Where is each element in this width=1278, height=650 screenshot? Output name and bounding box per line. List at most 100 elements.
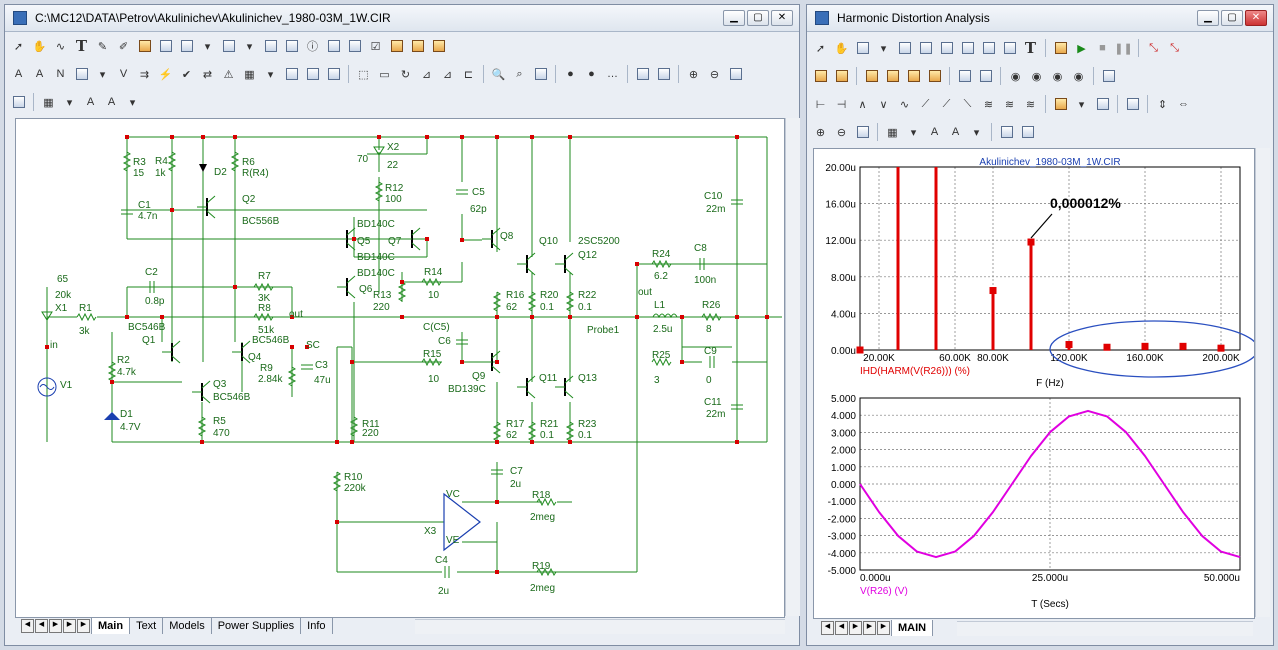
stop-icon[interactable]: ● [567, 68, 574, 80]
select-arrow-icon[interactable]: ➚ [815, 42, 826, 55]
probe-4-icon[interactable]: ◉ [1073, 70, 1084, 83]
node-icon[interactable] [219, 37, 238, 56]
warning-icon[interactable]: ⚠ [223, 68, 234, 81]
tab-main[interactable]: Main [91, 618, 131, 634]
find-next-icon[interactable]: ⌕ [516, 67, 523, 80]
copy-icon[interactable] [633, 65, 652, 84]
low-icon[interactable]: ∨ [879, 98, 888, 111]
tab-info[interactable]: Info [301, 618, 333, 634]
info-icon[interactable]: ⓘ [307, 41, 318, 53]
plot-2-icon[interactable] [883, 67, 902, 86]
slope-icon[interactable]: ⟋ [921, 97, 930, 110]
condition-icon[interactable]: ⇄ [202, 68, 213, 81]
pin-icon[interactable] [282, 37, 301, 56]
stop-icon[interactable]: ■ [1099, 42, 1106, 54]
tab-models[interactable]: Models [163, 618, 212, 634]
text-color-icon[interactable]: A [951, 126, 960, 138]
copy-icon[interactable] [997, 123, 1016, 142]
dropdown-arrow-icon[interactable]: ▾ [910, 126, 917, 139]
select-arrow-icon[interactable]: ➚ [13, 40, 24, 53]
minimize-button[interactable]: ▁ [1197, 10, 1219, 26]
valley-icon[interactable]: ⊣ [836, 98, 847, 111]
paste-icon[interactable] [1018, 123, 1037, 142]
scale-3-icon[interactable] [937, 39, 956, 58]
print-icon[interactable] [9, 93, 28, 112]
dropdown-arrow-icon[interactable]: ▾ [204, 40, 211, 53]
peak-icon[interactable]: ⊢ [815, 98, 826, 111]
text-tool-icon[interactable]: T [1024, 39, 1037, 57]
properties-icon[interactable] [1051, 39, 1070, 58]
component-icon[interactable] [853, 39, 872, 58]
find-icon[interactable]: 🔍 [491, 68, 506, 81]
page-border-icon[interactable] [303, 65, 322, 84]
plot-4-icon[interactable] [925, 67, 944, 86]
next-page-icon[interactable]: ▶ [849, 621, 862, 635]
pan-hand-icon[interactable]: ✋ [32, 40, 47, 53]
bom-icon[interactable] [324, 65, 343, 84]
select-all-icon[interactable]: ▭ [379, 68, 390, 81]
voltage-icon[interactable]: V [119, 68, 128, 80]
dropdown-arrow-icon[interactable]: ▾ [99, 68, 106, 81]
end-page-icon[interactable]: ▶ [77, 619, 90, 633]
dropdown-arrow-icon[interactable]: ▾ [267, 68, 274, 81]
zoom-fit-icon[interactable] [726, 65, 745, 84]
schematic-titlebar[interactable]: C:\MC12\DATA\Petrov\Akulinichev\Akulinic… [5, 5, 799, 32]
waves-icon[interactable]: ≋ [1025, 98, 1036, 111]
flag-icon[interactable] [156, 37, 175, 56]
paste-icon[interactable] [654, 65, 673, 84]
last-page-icon[interactable]: ▶ [63, 619, 76, 633]
pin-connections-icon[interactable] [72, 65, 91, 84]
fit-icon[interactable]: ⇕ [1157, 98, 1168, 111]
text-color-icon[interactable]: A [107, 96, 116, 108]
more-icon[interactable]: … [607, 68, 618, 80]
attribute-text-icon[interactable]: A [14, 68, 23, 80]
zoom-in-icon[interactable]: ⊕ [815, 126, 826, 139]
dropdown-arrow-icon[interactable]: ▾ [246, 40, 253, 53]
fit-2-icon[interactable]: ⇔ [1178, 98, 1189, 110]
maximize-button[interactable]: ▢ [747, 10, 769, 26]
zoom-out-icon[interactable]: ⊖ [836, 126, 847, 139]
dropdown-arrow-icon[interactable]: ▾ [129, 96, 136, 109]
scale-6-icon[interactable] [1000, 39, 1019, 58]
edit-icon[interactable] [429, 37, 448, 56]
font-icon[interactable]: A [86, 96, 95, 108]
high-icon[interactable]: ∧ [858, 98, 867, 111]
refresh-icon[interactable] [531, 65, 550, 84]
calc-icon[interactable] [1123, 95, 1142, 114]
data-icon[interactable] [1051, 95, 1070, 114]
attribute-node-icon[interactable]: A [35, 68, 44, 80]
end-page-icon[interactable]: ▶ [877, 621, 890, 635]
grid-dots-icon[interactable]: ▦ [887, 126, 898, 139]
pan-hand-icon[interactable]: ✋ [834, 42, 849, 55]
help-window-icon[interactable] [345, 37, 364, 56]
scale-5-icon[interactable] [979, 39, 998, 58]
pause-icon[interactable]: ❚❚ [1114, 42, 1133, 55]
plot-1-icon[interactable] [862, 67, 881, 86]
grid-dots-icon[interactable]: ▦ [43, 96, 54, 109]
minimize-button[interactable]: ▁ [723, 10, 745, 26]
run-icon[interactable]: ▶ [1077, 42, 1086, 55]
tab-power-supplies[interactable]: Power Supplies [212, 618, 302, 634]
dropdown-arrow-icon[interactable]: ▾ [66, 96, 73, 109]
text-tool-icon[interactable]: T [75, 37, 88, 55]
top-icon[interactable]: ≋ [983, 98, 994, 111]
scale-4-icon[interactable] [958, 39, 977, 58]
scale-2-icon[interactable] [916, 39, 935, 58]
scale-icon[interactable] [895, 39, 914, 58]
zoom-out-icon[interactable]: ⊖ [709, 68, 720, 81]
node-numbers-icon[interactable]: N [56, 68, 65, 80]
help-icon[interactable] [324, 37, 343, 56]
checkbox-icon[interactable]: ☑ [370, 40, 381, 53]
prev-page-icon[interactable]: ◀ [35, 619, 48, 633]
mirror-icon[interactable]: ⊿ [421, 68, 432, 81]
selection-box-icon[interactable]: ⬚ [358, 68, 369, 81]
dropdown-arrow-icon[interactable]: ▾ [1078, 98, 1085, 111]
global-high-icon[interactable]: ⟋ [942, 97, 951, 110]
plot-horizontal-scrollbar[interactable] [957, 621, 1253, 636]
cursor-icon[interactable]: ⤡ [1149, 41, 1158, 54]
options-icon[interactable] [1099, 67, 1118, 86]
shape-icon[interactable] [177, 37, 196, 56]
bottom-icon[interactable]: ≋ [1004, 98, 1015, 111]
tile-icon[interactable] [811, 67, 830, 86]
